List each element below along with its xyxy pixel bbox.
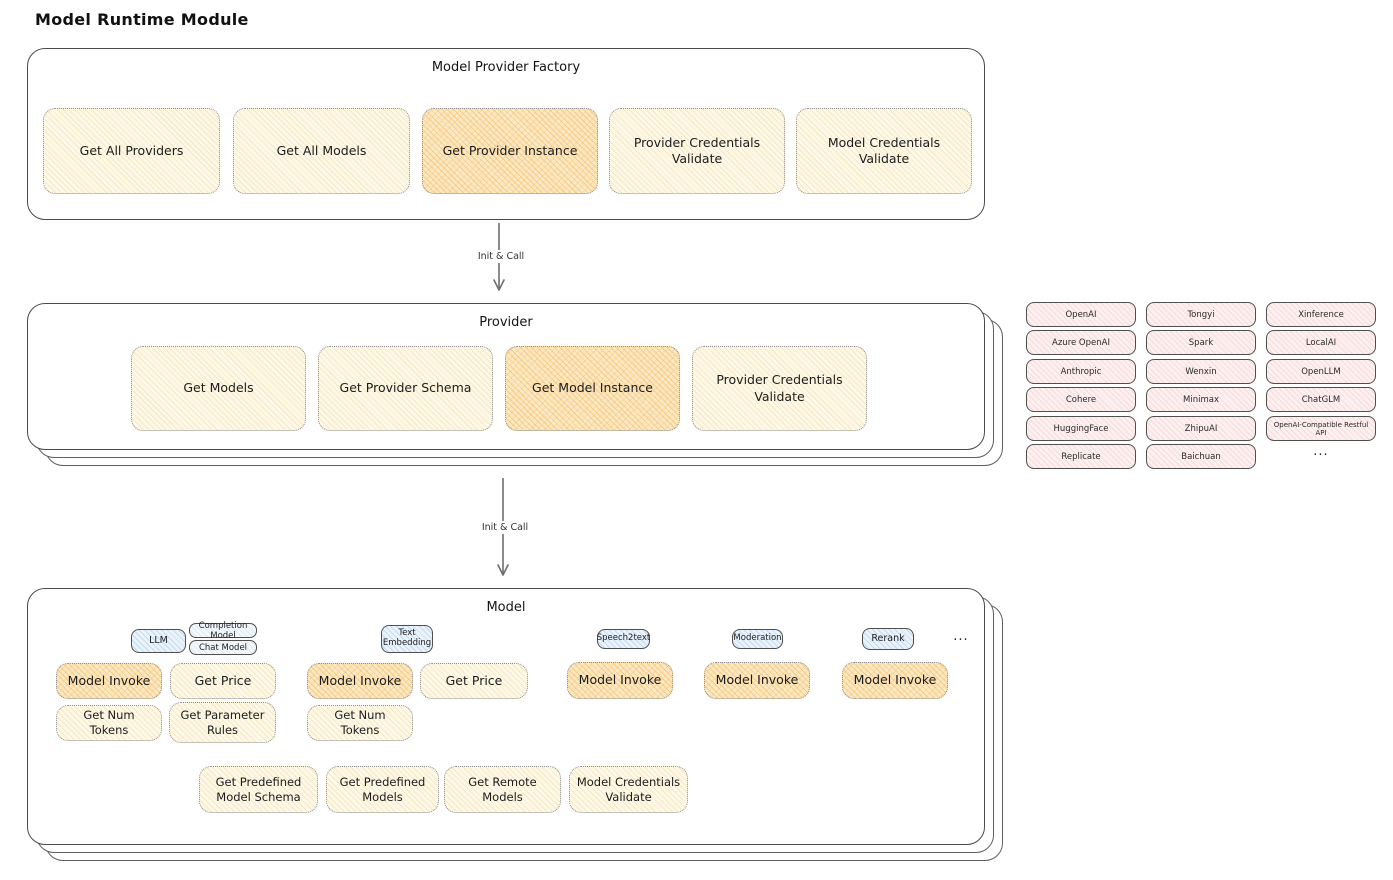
tab-moderation: Moderation xyxy=(732,629,783,649)
node-get-all-models: Get All Models xyxy=(233,108,410,194)
tab-llm: LLM xyxy=(131,629,186,653)
node-model-invoke-speech2text: Model Invoke xyxy=(567,662,673,699)
node-model-invoke-llm: Model Invoke xyxy=(56,663,162,699)
model-box: Model LLM Completion Model Chat Model Te… xyxy=(27,588,985,845)
node-get-parameter-rules: Get Parameter Rules xyxy=(169,702,276,743)
node-provider-credentials-validate: Provider Credentials Validate xyxy=(609,108,785,194)
node-get-provider-instance: Get Provider Instance xyxy=(422,108,598,194)
node-get-model-instance: Get Model Instance xyxy=(505,346,680,431)
model-title: Model xyxy=(486,600,526,615)
provider-grid-more-ellipsis: ... xyxy=(1313,444,1329,459)
factory-box: Model Provider Factory Get All Providers… xyxy=(27,48,985,220)
node-get-num-tokens-llm: Get Num Tokens xyxy=(56,705,162,741)
factory-title: Model Provider Factory xyxy=(431,60,581,75)
provider-title: Provider xyxy=(479,315,533,330)
provider-chip-anthropic: Anthropic xyxy=(1026,359,1136,384)
provider-chip-zhipuai: ZhipuAI xyxy=(1146,416,1256,441)
node-get-price-llm: Get Price xyxy=(170,663,276,699)
provider-chip-huggingface: HuggingFace xyxy=(1026,416,1136,441)
provider-chip-tongyi: Tongyi xyxy=(1146,302,1256,327)
provider-chip-minimax: Minimax xyxy=(1146,387,1256,412)
node-get-provider-schema: Get Provider Schema xyxy=(318,346,493,431)
provider-chip-replicate: Replicate xyxy=(1026,444,1136,469)
node-model-invoke-embedding: Model Invoke xyxy=(307,663,413,699)
provider-chip-baichuan: Baichuan xyxy=(1146,444,1256,469)
subtab-completion-model: Completion Model xyxy=(189,621,257,641)
node-model-credentials-validate-bottom: Model Credentials Validate xyxy=(569,766,688,813)
node-get-all-providers: Get All Providers xyxy=(43,108,220,194)
provider-chip-spark: Spark xyxy=(1146,330,1256,355)
node-model-invoke-moderation: Model Invoke xyxy=(704,662,810,699)
node-provider-credentials-validate-2: Provider Credentials Validate xyxy=(692,346,867,431)
provider-box: Provider Get Models Get Provider Schema … xyxy=(27,303,985,450)
provider-chip-wenxin: Wenxin xyxy=(1146,359,1256,384)
node-get-predefined-models: Get Predefined Models xyxy=(326,766,439,813)
provider-chip-azure-openai: Azure OpenAI xyxy=(1026,330,1136,355)
tab-speech2text: Speech2text xyxy=(597,629,650,649)
provider-chip-cohere: Cohere xyxy=(1026,387,1136,412)
provider-chip-xinference: Xinference xyxy=(1266,302,1376,327)
node-get-remote-models: Get Remote Models xyxy=(444,766,561,813)
node-get-predefined-model-schema: Get Predefined Model Schema xyxy=(199,766,318,813)
provider-grid: OpenAI Azure OpenAI Anthropic Cohere Hug… xyxy=(1026,302,1378,474)
page-title: Model Runtime Module xyxy=(35,10,249,29)
provider-chip-openai: OpenAI xyxy=(1026,302,1136,327)
node-get-models: Get Models xyxy=(131,346,306,431)
provider-chip-openllm: OpenLLM xyxy=(1266,359,1376,384)
provider-chip-localai: LocalAI xyxy=(1266,330,1376,355)
init-call-label-2: Init & Call xyxy=(463,521,547,534)
model-tabs-more-ellipsis: ... xyxy=(953,629,969,644)
subtab-chat-model: Chat Model xyxy=(189,640,257,655)
node-get-num-tokens-embedding: Get Num Tokens xyxy=(307,705,413,741)
init-call-label-1: Init & Call xyxy=(459,250,543,263)
node-model-invoke-rerank: Model Invoke xyxy=(842,662,948,699)
tab-text-embedding: Text Embedding xyxy=(381,625,433,653)
provider-chip-openai-compatible-restful-api: OpenAI-Compatible Restful API xyxy=(1266,416,1376,441)
tab-rerank: Rerank xyxy=(862,628,914,650)
node-model-credentials-validate: Model Credentials Validate xyxy=(796,108,972,194)
node-get-price-embedding: Get Price xyxy=(420,663,528,699)
provider-chip-chatglm: ChatGLM xyxy=(1266,387,1376,412)
